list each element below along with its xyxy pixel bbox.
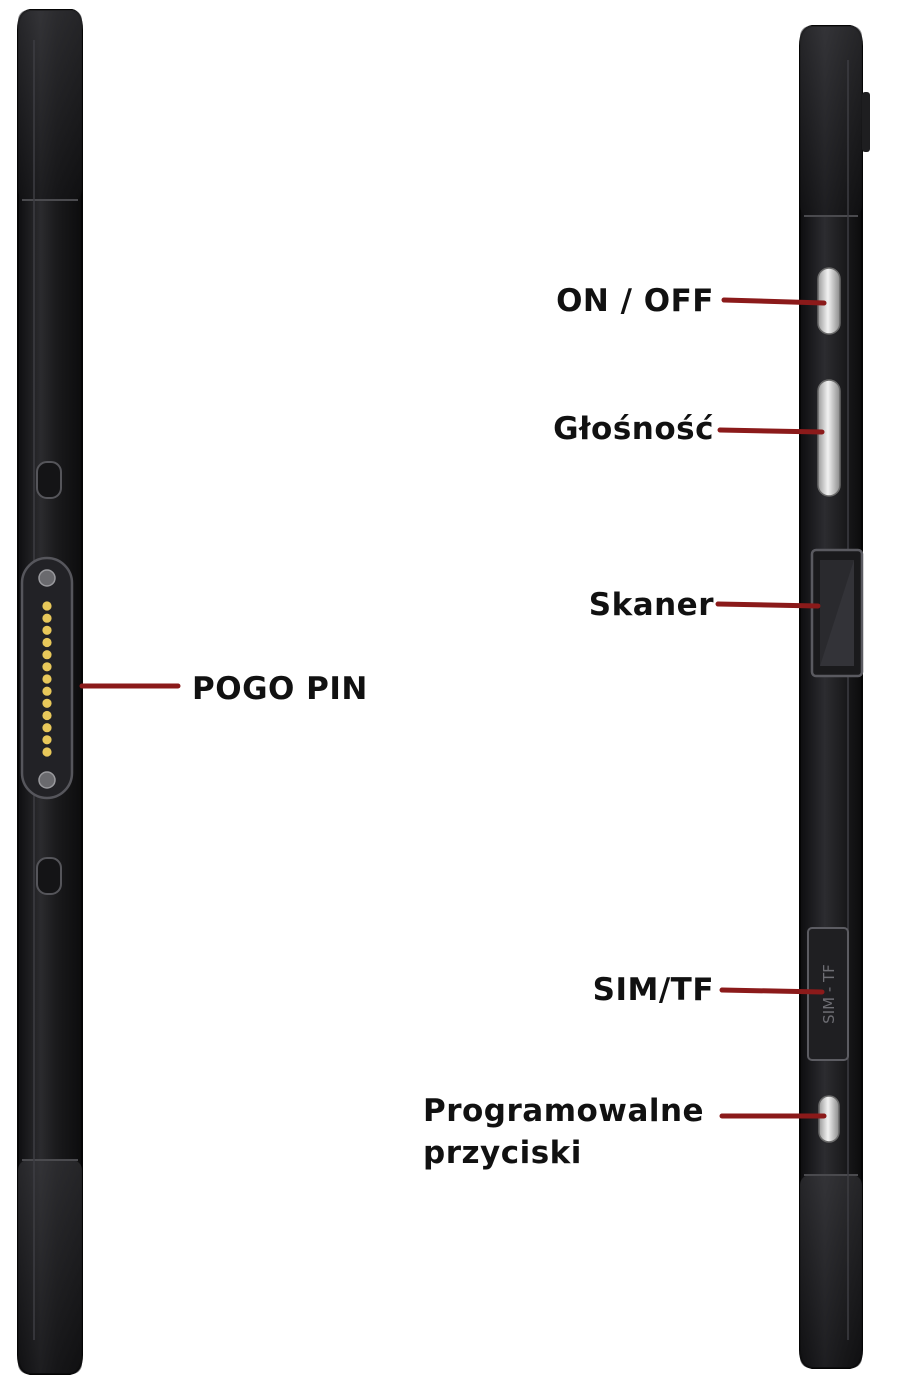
scanner-window-icon: [810, 548, 864, 678]
label-programmable-keys: Programowalne przyciski: [423, 1090, 723, 1174]
right-top-bumper: [800, 26, 862, 216]
label-programmable-line2: przyciski: [423, 1135, 582, 1171]
right-bottom-bumper: [800, 1175, 862, 1368]
pogo-pin-dot: [42, 650, 52, 660]
programmable-key-icon: [818, 1095, 840, 1143]
pogo-pin-dot: [42, 686, 52, 696]
pogo-pin-dot: [42, 613, 52, 623]
leader-line-sim-tf: [719, 987, 825, 995]
pogo-pin-dot: [42, 710, 52, 721]
sim-tray-marking: SIM - TF: [820, 964, 838, 1024]
left-small-button-upper: [36, 461, 62, 499]
pogo-pin-dot: [42, 735, 52, 745]
pogo-pin-dot: [42, 601, 52, 611]
pogo-pin-array: [42, 601, 52, 757]
leader-line-scanner: [715, 601, 821, 609]
leader-lines: [79, 297, 827, 1119]
label-volume: Głośność: [553, 411, 714, 447]
pogo-pin-dot: [42, 698, 52, 708]
right-side-view: SIM - TF: [799, 25, 870, 1369]
leader-line-volume: [717, 427, 825, 435]
label-scanner: Skaner: [588, 587, 714, 623]
label-on-off: ON / OFF: [556, 283, 714, 319]
right-top-edge-detail: [862, 92, 870, 152]
left-top-bumper: [18, 10, 82, 200]
volume-rocker-icon: [817, 379, 841, 497]
left-side-view: [17, 9, 83, 1375]
pogo-pin-connector-icon: [20, 556, 74, 800]
pogo-pin-dot: [42, 625, 52, 635]
right-device-body: [799, 25, 863, 1369]
label-programmable-line1: Programowalne: [423, 1093, 705, 1129]
sim-tray-icon: SIM - TF: [807, 927, 849, 1061]
label-pogo-pin: POGO PIN: [192, 671, 368, 707]
pogo-pin-dot: [42, 637, 52, 648]
pogo-pin-dot: [42, 747, 52, 757]
pogo-pin-dot: [42, 674, 52, 684]
label-sim-tf: SIM/TF: [592, 972, 714, 1008]
pogo-pin-dot: [42, 723, 52, 733]
left-small-button-lower: [36, 857, 62, 895]
leader-line-on-off: [721, 297, 827, 306]
pogo-pin-dot: [42, 662, 52, 672]
left-bottom-bumper: [18, 1160, 82, 1374]
